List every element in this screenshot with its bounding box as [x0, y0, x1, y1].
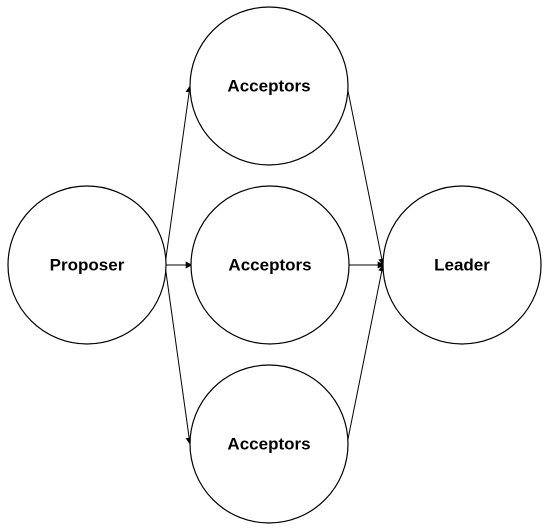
- edge-acceptors-top-to-leader: [346, 85, 386, 266]
- acceptors-top-circle: [189, 6, 349, 166]
- leader-label: Leader: [434, 256, 490, 275]
- edge-acceptors-bottom-to-leader: [346, 264, 386, 445]
- acceptors-bottom-circle: [189, 364, 349, 524]
- node-leader: Leader: [382, 185, 542, 345]
- proposer-circle: [7, 185, 167, 345]
- acceptors-top-label: Acceptors: [227, 77, 310, 96]
- proposer-label: Proposer: [50, 256, 125, 275]
- node-acceptors-top: Acceptors: [189, 6, 349, 166]
- node-proposer: Proposer: [7, 185, 167, 345]
- edge-proposer-to-acceptors-top: [164, 85, 193, 266]
- leader-circle: [382, 185, 542, 345]
- acceptors-middle-circle: [190, 185, 350, 345]
- acceptors-middle-label: Acceptors: [228, 256, 311, 275]
- node-acceptors-middle: Acceptors: [190, 185, 350, 345]
- node-acceptors-bottom: Acceptors: [189, 364, 349, 524]
- edge-proposer-to-acceptors-bottom: [164, 264, 193, 445]
- acceptors-bottom-label: Acceptors: [227, 435, 310, 454]
